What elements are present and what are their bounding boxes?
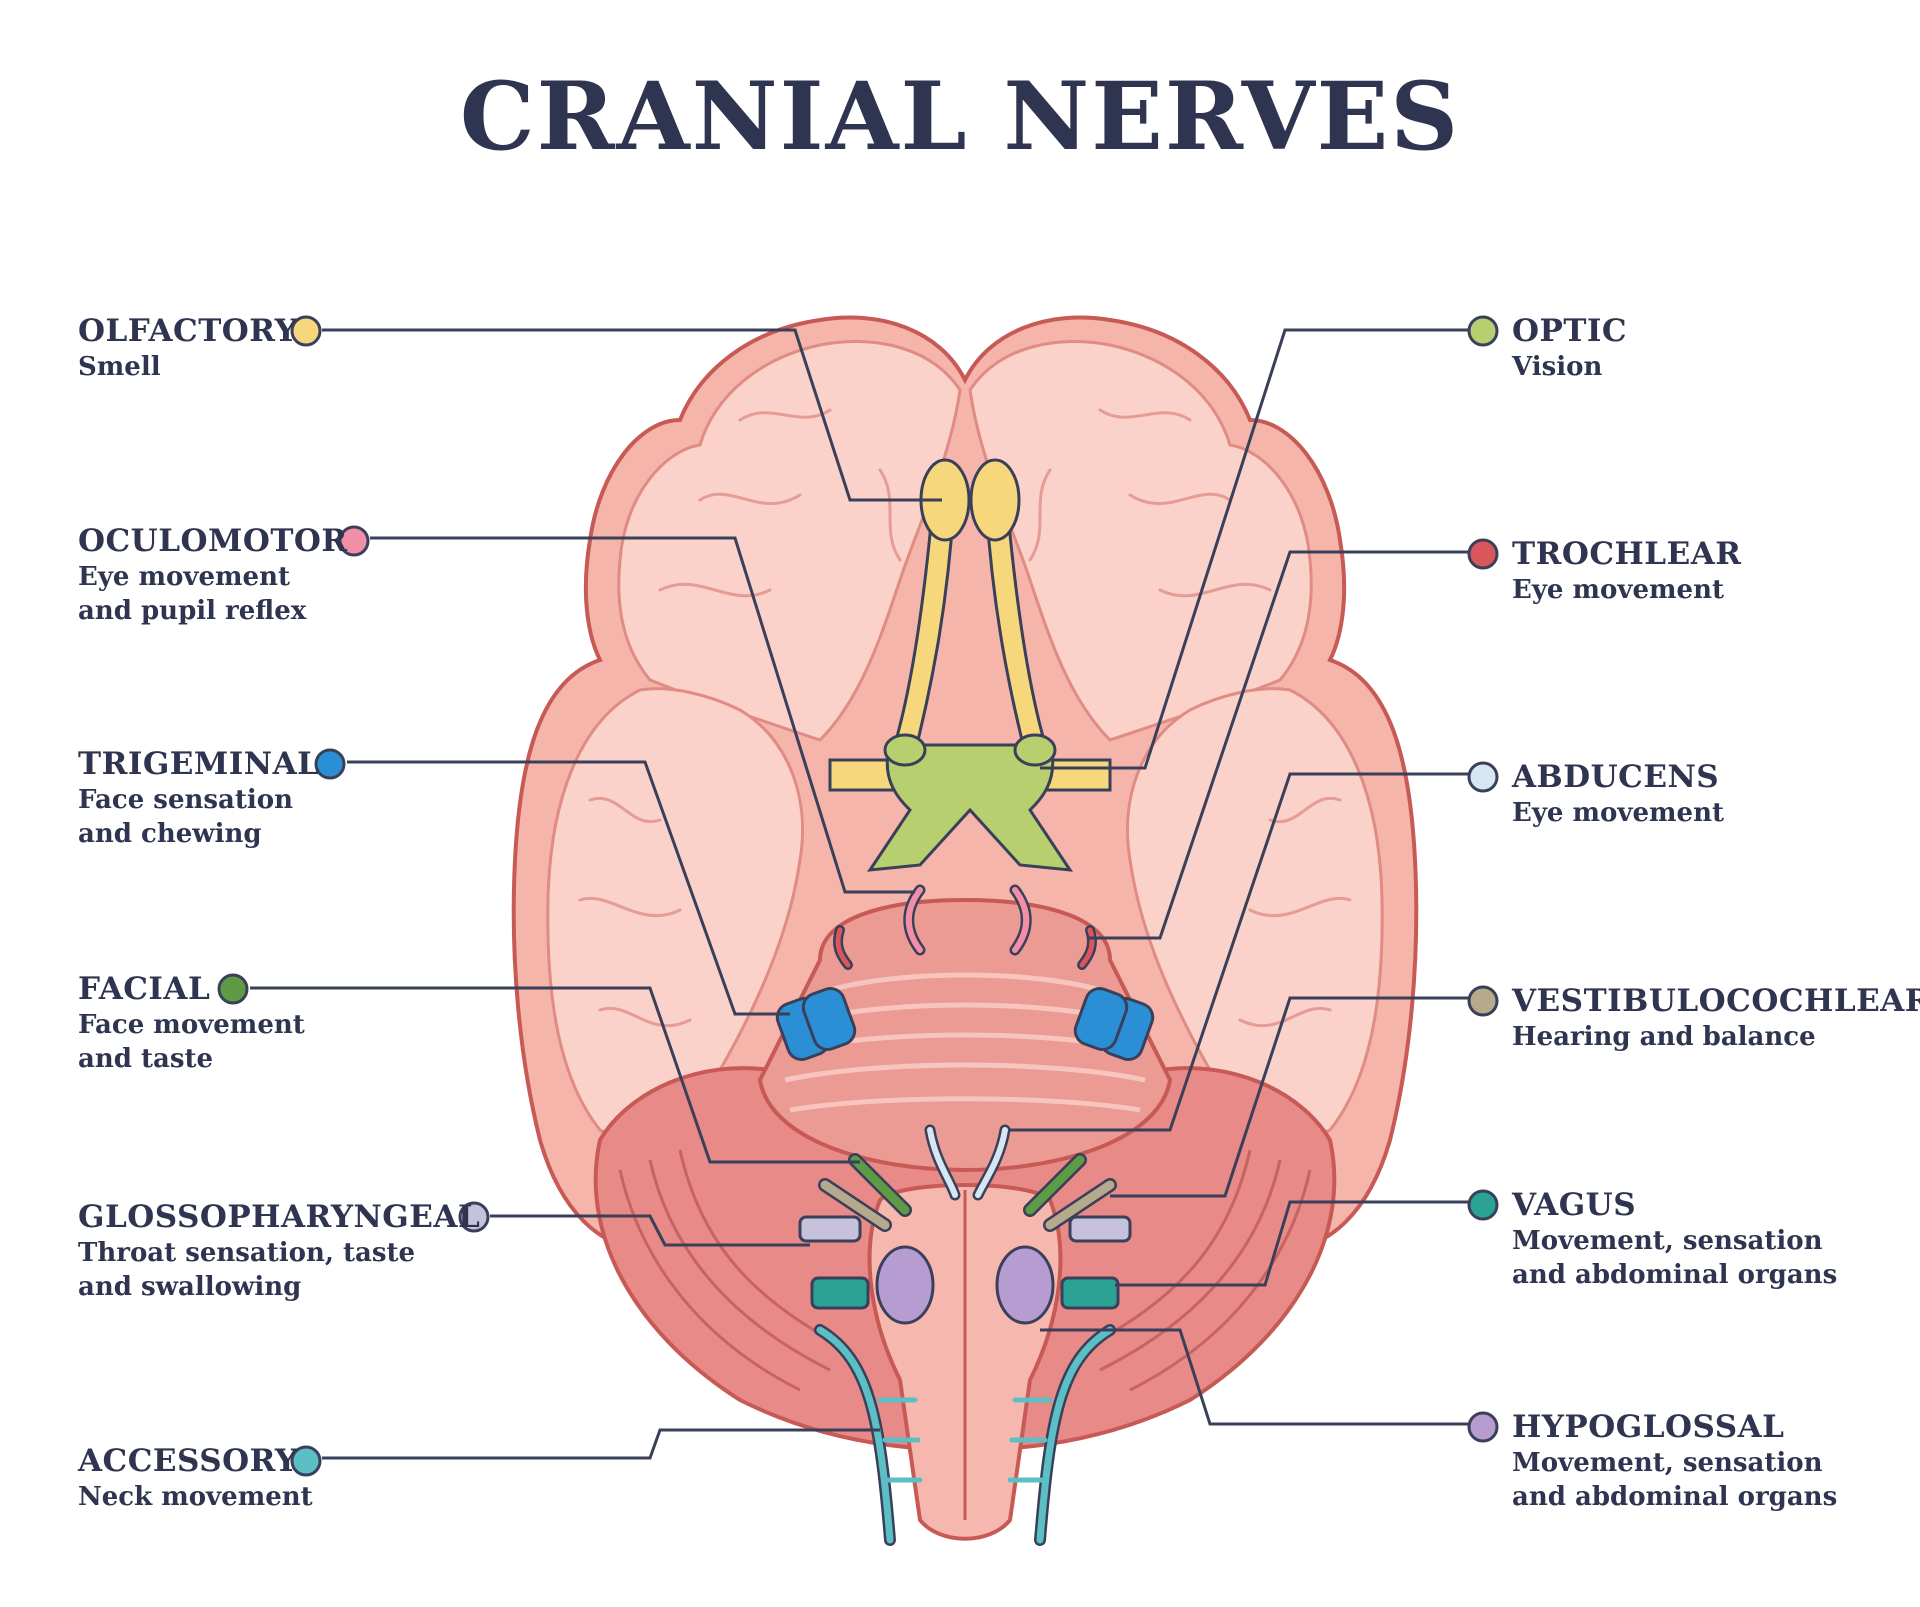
nerve-name: TROCHLEAR bbox=[1512, 536, 1742, 572]
leader-vestibulocochlear bbox=[1110, 996, 1472, 1198]
oculomotor-nerves bbox=[903, 884, 1032, 956]
nerve-function: and chewing bbox=[78, 819, 262, 849]
nerve-function: Smell bbox=[78, 352, 161, 382]
leader-vagus bbox=[1115, 1200, 1472, 1287]
nerve-function: Eye movement bbox=[1512, 798, 1724, 828]
trochlear-nerves bbox=[833, 925, 1097, 970]
nerve-name: ACCESSORY bbox=[78, 1443, 298, 1479]
frontal-lobe-left bbox=[617, 339, 962, 742]
label-dots bbox=[217, 315, 1499, 1477]
nerve-function: Eye movement bbox=[78, 562, 290, 592]
leader-accessory bbox=[322, 1428, 880, 1460]
nerve-function: Hearing and balance bbox=[1512, 1022, 1816, 1052]
nerve-function: and abdominal organs bbox=[1512, 1260, 1838, 1290]
vagus-nerves bbox=[810, 1276, 1120, 1310]
dot-oculomotor bbox=[338, 525, 370, 557]
dot-hypoglossal bbox=[1467, 1411, 1499, 1443]
nerve-function: Eye movement bbox=[1512, 575, 1724, 605]
leader-trigeminal bbox=[347, 760, 790, 1016]
nerve-name: VESTIBULOCOCHLEAR bbox=[1512, 983, 1920, 1019]
dot-trochlear bbox=[1467, 538, 1499, 570]
nerve-name: FACIAL bbox=[78, 971, 211, 1007]
leader-hypoglossal bbox=[1040, 1328, 1472, 1426]
nerve-function: Movement, sensation bbox=[1512, 1448, 1823, 1478]
nerve-name: OPTIC bbox=[1512, 313, 1628, 349]
leader-glossopharyngeal bbox=[490, 1214, 810, 1247]
facial-nerves bbox=[848, 1153, 1087, 1217]
trigeminal-nerves bbox=[775, 987, 1155, 1061]
nerve-function: Throat sensation, taste bbox=[78, 1238, 416, 1268]
nerve-function: Vision bbox=[1512, 352, 1603, 382]
page-title: CRANIAL NERVES bbox=[459, 62, 1461, 172]
nerve-function: and swallowing bbox=[78, 1272, 302, 1302]
nerve-name: GLOSSOPHARYNGEAL bbox=[78, 1199, 481, 1235]
brainstem bbox=[867, 1183, 1063, 1541]
olfactory-tracts bbox=[828, 458, 1112, 792]
leader-olfactory bbox=[322, 328, 942, 502]
nerve-name: HYPOGLOSSAL bbox=[1512, 1409, 1785, 1445]
nerve-name: ABDUCENS bbox=[1512, 759, 1720, 795]
nerve-function: and taste bbox=[78, 1044, 214, 1074]
dot-glossopharyngeal bbox=[458, 1201, 490, 1233]
nerve-function: Movement, sensation bbox=[1512, 1226, 1823, 1256]
nerve-function: Face sensation bbox=[78, 785, 294, 815]
dot-olfactory bbox=[290, 315, 322, 347]
dot-optic bbox=[1467, 315, 1499, 347]
leader-oculomotor bbox=[370, 536, 915, 894]
dot-accessory bbox=[290, 1445, 322, 1477]
dot-vestibulocochlear bbox=[1467, 985, 1499, 1017]
nerve-function: and abdominal organs bbox=[1512, 1482, 1838, 1512]
leader-facial bbox=[250, 986, 860, 1164]
dot-abducens bbox=[1467, 761, 1499, 793]
vestibulocochlear-nerves bbox=[818, 1178, 1117, 1232]
leader-trochlear bbox=[1088, 550, 1472, 940]
dot-vagus bbox=[1467, 1189, 1499, 1221]
accessory-nerves bbox=[814, 1324, 1116, 1546]
optic-chiasm bbox=[866, 733, 1074, 872]
nerve-name: OLFACTORY bbox=[78, 313, 298, 349]
nerve-name: TRIGEMINAL bbox=[78, 746, 320, 782]
frontal-lobe-right bbox=[968, 339, 1313, 742]
nerve-function: and pupil reflex bbox=[78, 596, 307, 626]
nerve-name: VAGUS bbox=[1512, 1187, 1637, 1223]
dot-trigeminal bbox=[314, 748, 346, 780]
leader-abducens bbox=[1010, 772, 1472, 1132]
leader-optic bbox=[1040, 328, 1472, 770]
abducens-nerves bbox=[924, 1124, 1011, 1201]
leader-lines bbox=[250, 328, 1472, 1460]
dot-facial bbox=[217, 973, 249, 1005]
glossopharyngeal-nerves bbox=[798, 1215, 1132, 1243]
nerve-name: OCULOMOTOR bbox=[78, 523, 348, 559]
nerve-function: Neck movement bbox=[78, 1482, 313, 1512]
nerve-function: Face movement bbox=[78, 1010, 305, 1040]
